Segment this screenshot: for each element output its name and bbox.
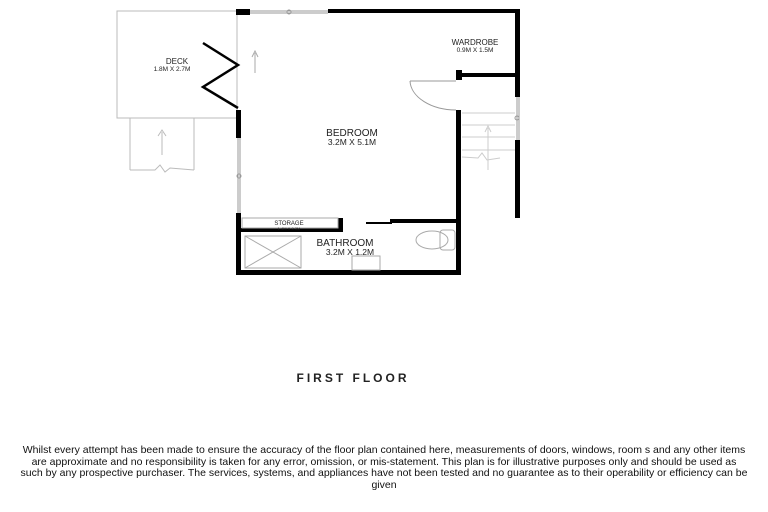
storage-size: 1.4M X 0.3M: [278, 226, 301, 231]
bedroom-label: BEDROOM: [326, 128, 378, 139]
wardrobe-size: 0.9M X 1.5M: [457, 47, 494, 54]
wardrobe-label: WARDROBE: [452, 38, 499, 47]
bedroom-size: 3.2M X 5.1M: [328, 137, 376, 147]
bathroom-label: BATHROOM: [316, 238, 373, 249]
door-swing: [409, 80, 457, 111]
bathroom-fixtures: [241, 217, 456, 271]
deck-size: 1.8M X 2.7M: [154, 66, 191, 73]
stairs: [461, 112, 515, 170]
bathroom-size: 3.2M X 1.2M: [326, 247, 374, 257]
arrow-icon: [251, 49, 259, 73]
storage-label: STORAGE: [274, 221, 303, 227]
deck-stairs: [129, 118, 195, 173]
bifold-door: [200, 41, 241, 110]
walls: [236, 9, 520, 275]
floor-title: FIRST FLOOR: [296, 371, 410, 385]
deck-label: DECK: [166, 57, 189, 66]
disclaimer-text: Whilst every attempt has been made to en…: [20, 444, 748, 491]
windows: [236, 9, 520, 213]
